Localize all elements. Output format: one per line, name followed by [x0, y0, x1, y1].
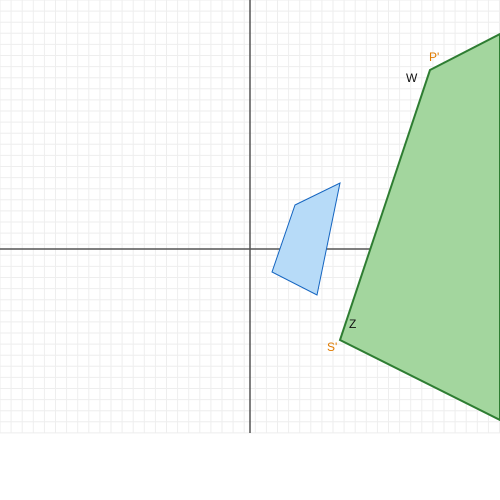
- label-z: Z: [349, 317, 356, 331]
- label-s-prime: S': [327, 340, 337, 354]
- small-quadrilateral[interactable]: [271, 182, 341, 296]
- label-w: W: [406, 71, 418, 85]
- large-green-polygon[interactable]: [338, 32, 500, 422]
- label-p-prime: P': [429, 50, 439, 64]
